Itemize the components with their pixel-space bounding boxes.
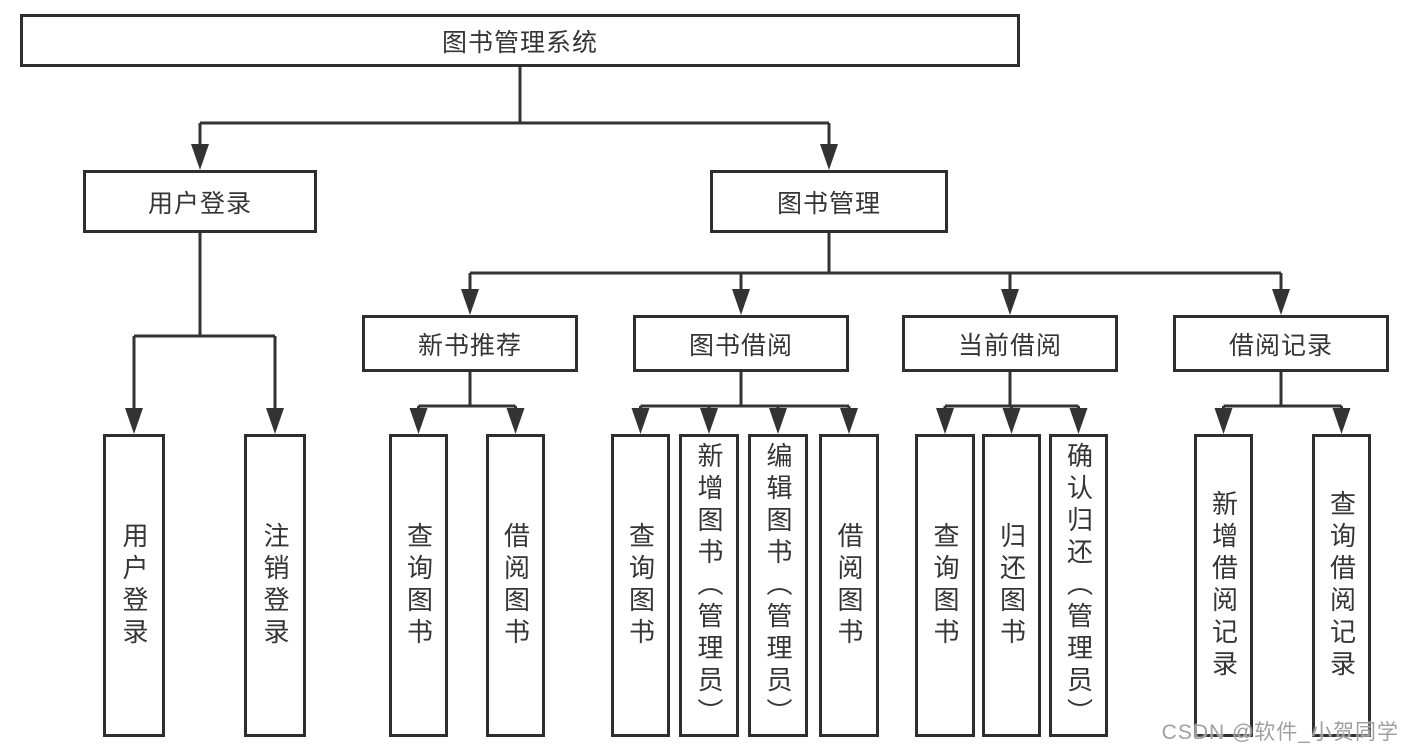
leaf-borrow-books-1: 借阅图书 xyxy=(486,434,545,737)
leaf-query-books-2: 查询图书 xyxy=(611,434,670,737)
leaf-add-borrow-record: 新增借阅记录 xyxy=(1194,434,1253,737)
node-borrow-records: 借阅记录 xyxy=(1173,315,1389,372)
leaf-edit-book-admin: 编辑图书（管理员） xyxy=(748,434,808,737)
node-book-management: 图书管理 xyxy=(710,170,948,233)
node-user-login: 用户登录 xyxy=(83,170,317,233)
leaf-query-books-3: 查询图书 xyxy=(915,434,975,737)
node-root-system: 图书管理系统 xyxy=(20,14,1020,67)
csdn-watermark: CSDN @软件_小贺同学 xyxy=(1161,721,1399,744)
node-new-book-recommend: 新书推荐 xyxy=(362,315,578,372)
leaf-logout: 注销登录 xyxy=(244,434,306,737)
node-book-borrow: 图书借阅 xyxy=(633,315,849,372)
leaf-borrow-books-2: 借阅图书 xyxy=(819,434,879,737)
leaf-confirm-return-admin: 确认归还（管理员） xyxy=(1049,434,1108,737)
node-current-borrow: 当前借阅 xyxy=(902,315,1118,372)
leaf-return-book: 归还图书 xyxy=(982,434,1041,737)
leaf-user-login: 用户登录 xyxy=(103,434,165,737)
leaf-query-books-1: 查询图书 xyxy=(389,434,448,737)
leaf-query-borrow-record: 查询借阅记录 xyxy=(1312,434,1371,737)
leaf-add-book-admin: 新增图书（管理员） xyxy=(679,434,739,737)
